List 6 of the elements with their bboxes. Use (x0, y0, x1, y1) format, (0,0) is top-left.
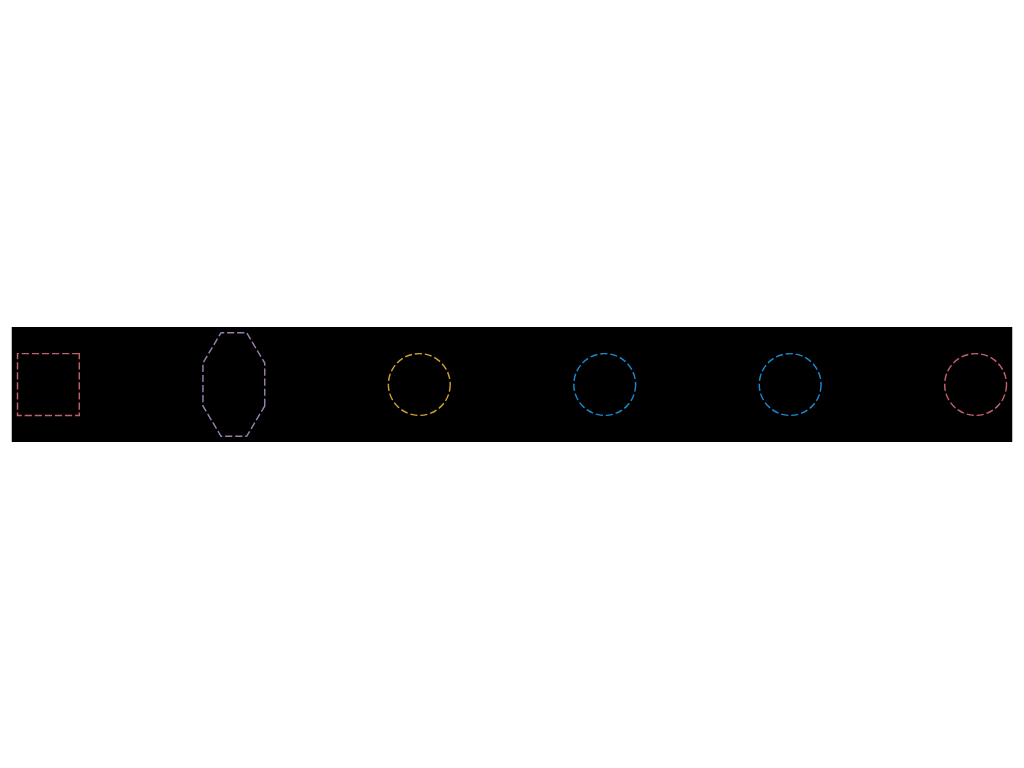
node-person (202, 331, 266, 437)
node-circle (758, 352, 822, 416)
node-circle (387, 352, 451, 416)
node-box (16, 352, 81, 416)
node-circle (943, 352, 1008, 416)
node-circle (573, 352, 637, 416)
